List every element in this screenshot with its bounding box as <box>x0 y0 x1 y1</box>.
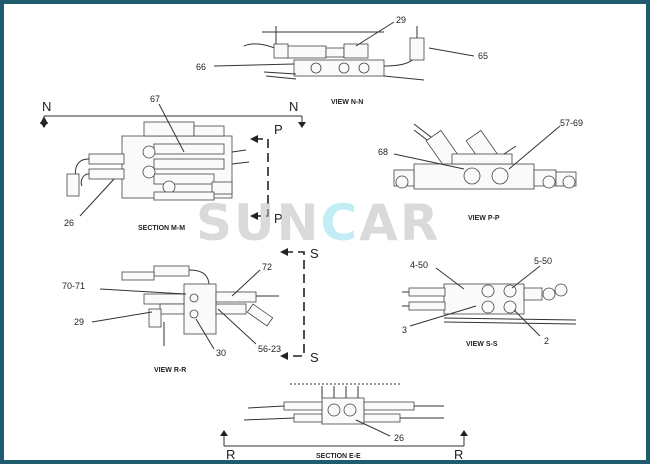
caption-view-p-p: VIEW P-P <box>468 215 500 222</box>
caption-section-e-e: SECTION E-E <box>316 453 361 460</box>
caption-view-s-s: VIEW S-S <box>466 341 498 348</box>
watermark-accent: C <box>320 194 359 252</box>
watermark-right: AR <box>359 194 440 252</box>
callout-2: 2 <box>544 336 549 346</box>
watermark-left: SUN <box>196 194 320 252</box>
section-letter-s-top: S <box>310 246 319 261</box>
callout-4-50: 4-50 <box>410 260 428 270</box>
callout-66: 66 <box>196 62 206 72</box>
callout-65: 65 <box>478 51 488 61</box>
section-letter-n-left: N <box>42 99 51 114</box>
suncar-watermark: SUNCAR <box>196 194 440 252</box>
view-r-r-drawing <box>91 248 305 360</box>
callout-68: 68 <box>378 147 388 157</box>
section-letter-r-right: R <box>454 447 463 462</box>
section-letter-n-right: N <box>289 99 298 114</box>
callout-26-left: 26 <box>64 218 74 228</box>
section-letter-r-left: R <box>226 447 235 462</box>
caption-view-r-r: VIEW R-R <box>154 367 186 374</box>
callout-56-23: 56-23 <box>258 344 281 354</box>
section-letter-p-bottom: P <box>274 211 283 226</box>
callout-26-bottom: 26 <box>394 433 404 443</box>
callout-72: 72 <box>262 262 272 272</box>
callout-5-50: 5-50 <box>534 256 552 266</box>
view-s-s-drawing <box>402 265 577 337</box>
view-p-p-drawing <box>393 123 577 190</box>
callout-57-69: 57-69 <box>560 118 583 128</box>
callout-30: 30 <box>216 348 226 358</box>
view-n-n-drawing <box>213 21 475 81</box>
section-letter-p-top: P <box>274 122 283 137</box>
caption-view-n-n: VIEW N-N <box>331 99 363 106</box>
svg-text:SUNCAR: SUNCAR <box>196 194 440 252</box>
callout-3: 3 <box>402 325 407 335</box>
callout-70-71: 70-71 <box>62 281 85 291</box>
section-letter-s-bottom: S <box>310 350 319 365</box>
caption-section-m-m: SECTION M-M <box>138 225 185 232</box>
callout-67: 67 <box>150 94 160 104</box>
section-m-m-drawing <box>40 103 306 220</box>
callout-29-mid: 29 <box>74 317 84 327</box>
parts-diagram: 29 65 66 VIEW N-N <box>40 15 583 462</box>
callout-29-top: 29 <box>396 15 406 25</box>
section-e-e-drawing <box>220 383 468 447</box>
